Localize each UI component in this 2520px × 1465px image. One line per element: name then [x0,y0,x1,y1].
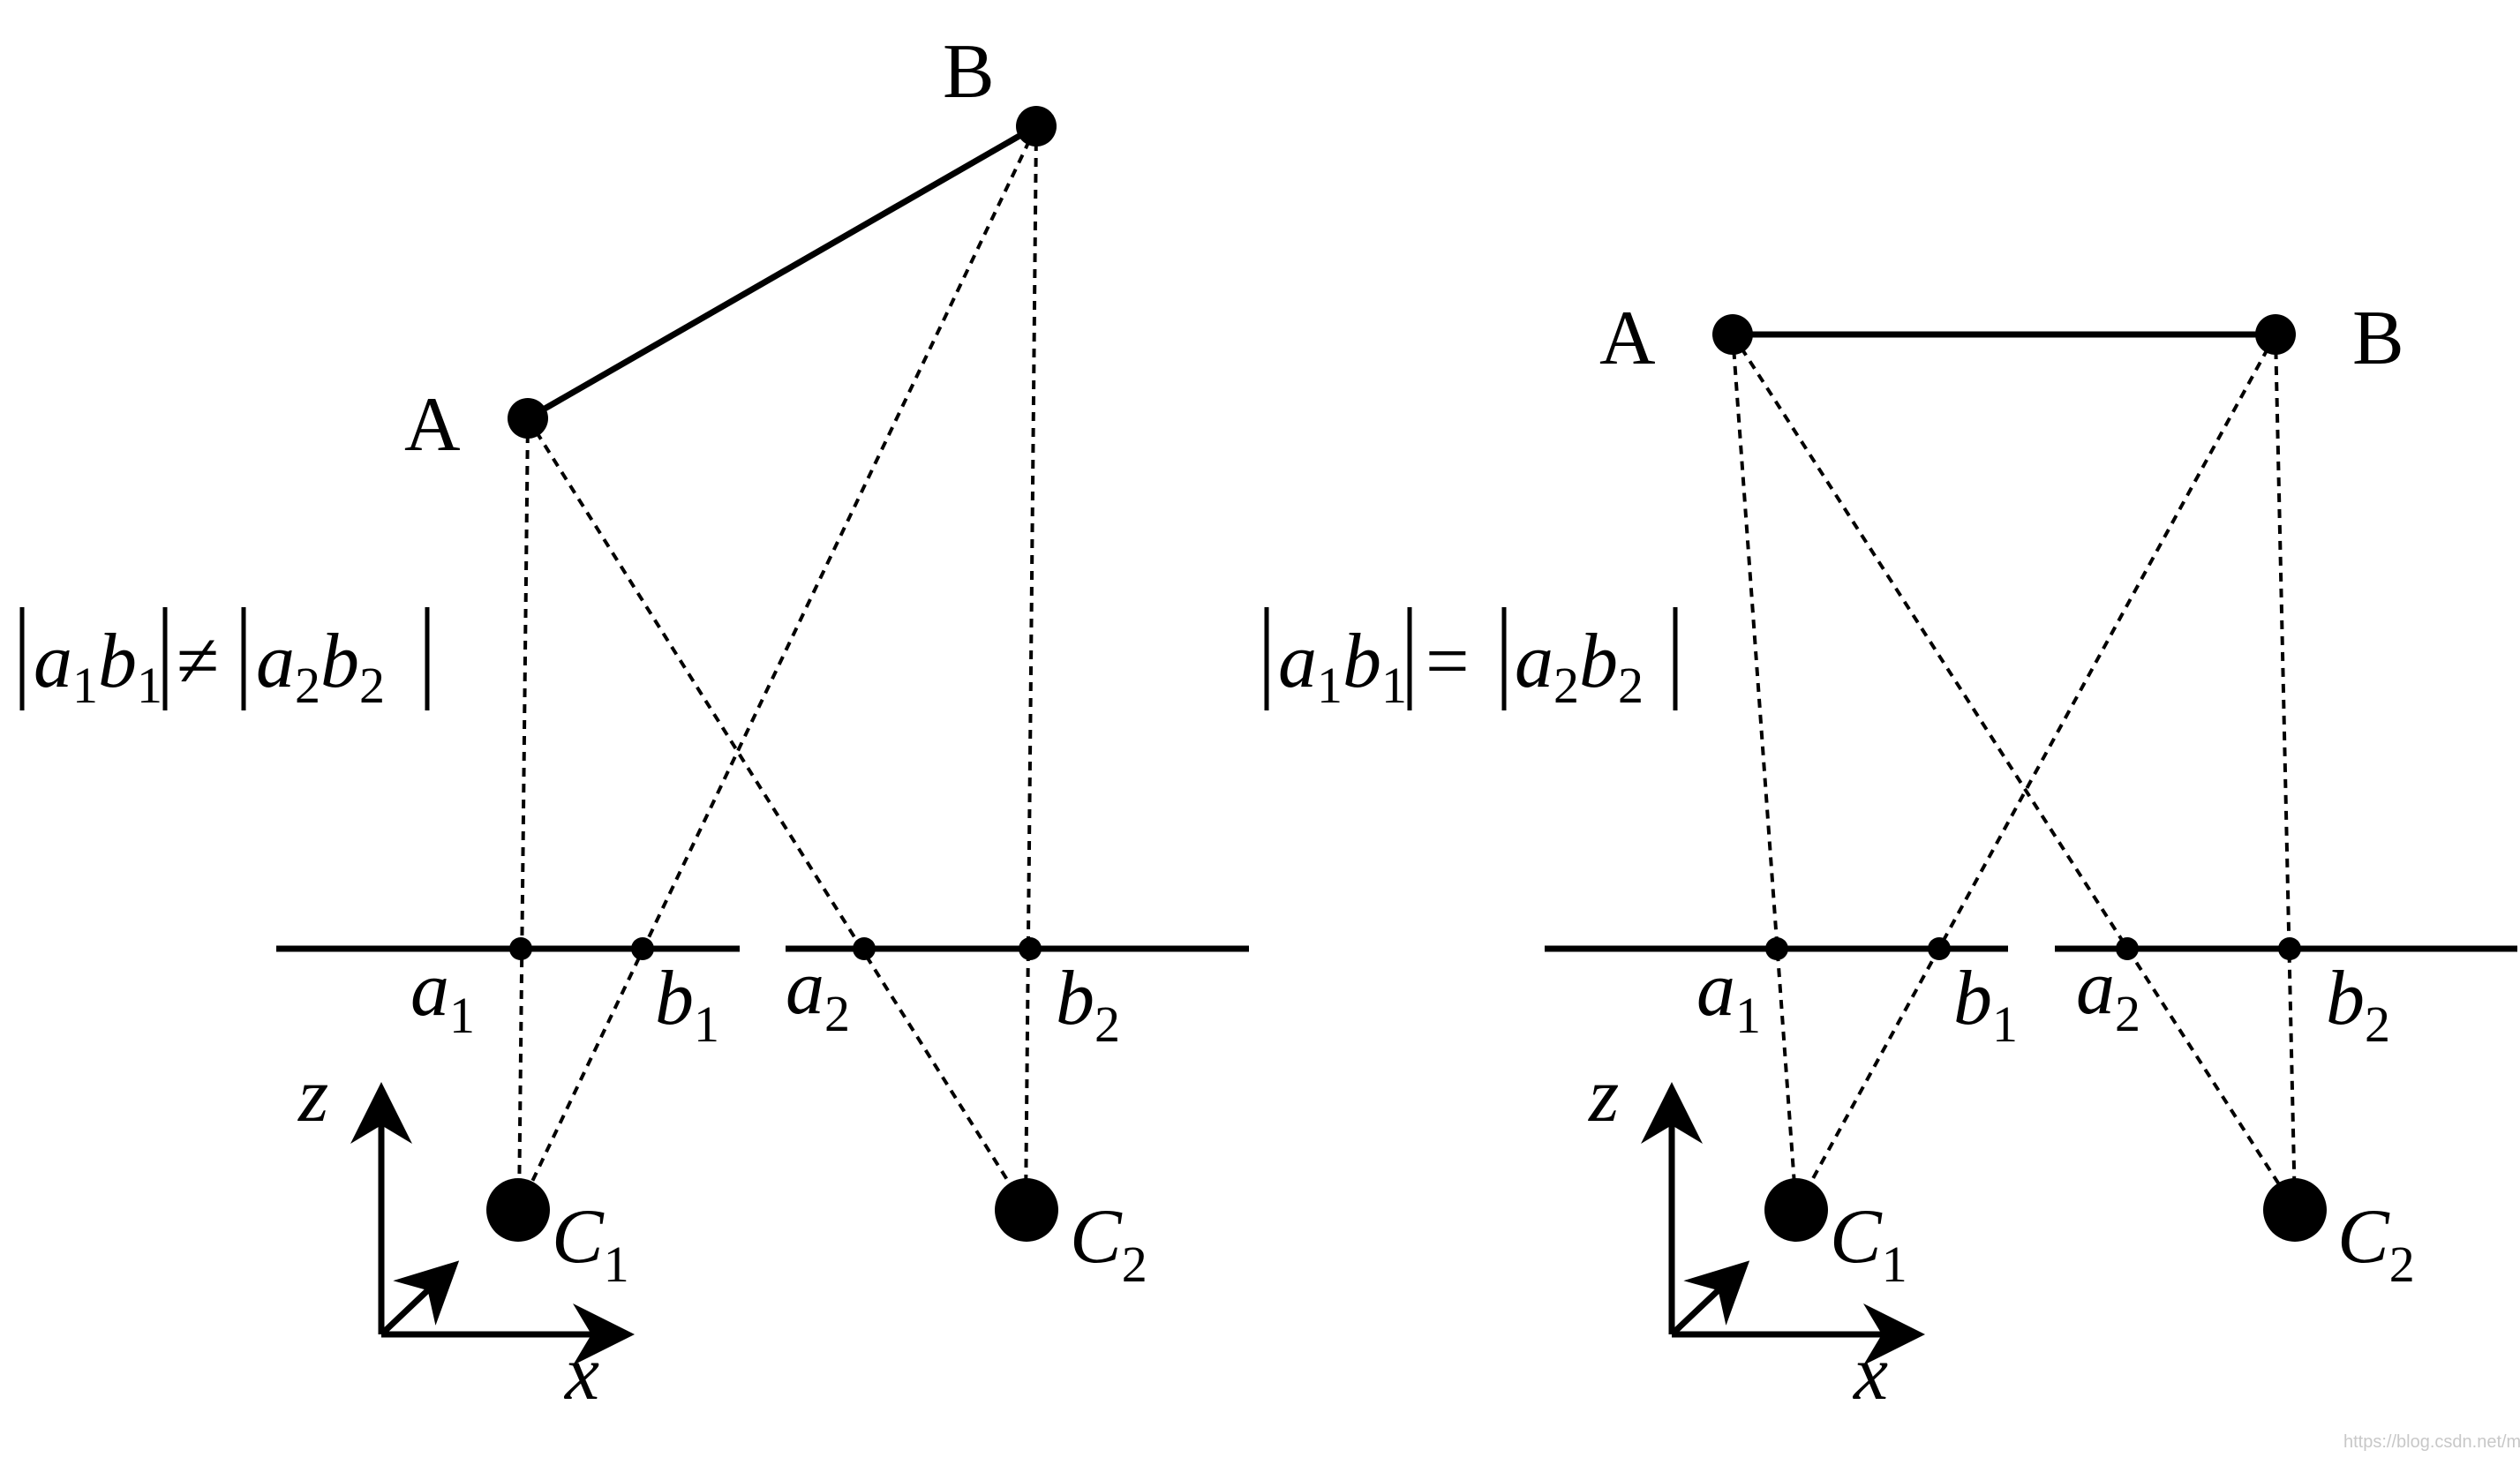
right-panel: A B a1 b1 a2 b2 C1 C2 z x a1b1 = a2b2 [1264,296,2517,1416]
left-panel: A B a1 b1 a2 b2 C1 C2 z x a1b1 ≠ a2b2 [19,29,1249,1416]
right-label-c1: C1 [1830,1194,1907,1293]
right-label-b2: b2 [2326,956,2390,1053]
left-label-a: A [404,382,461,468]
svg-text:a2b2: a2b2 [1515,619,1644,714]
right-label-b: B [2352,296,2404,381]
right-axis-z-label: z [1588,1053,1619,1138]
left-projection-rays [517,125,1038,1211]
left-camera-c1-dot [486,1178,550,1242]
left-formula-relation: ≠ [177,619,219,704]
right-ray-b-c2 [2274,334,2297,1210]
left-ray-a-c2 [526,417,1027,1211]
right-label-c2: C2 [2337,1194,2415,1293]
right-projection-rays [1731,333,2297,1211]
right-image-point-a1-dot [1765,937,1788,960]
left-point-b-dot [1016,106,1057,146]
left-label-b: B [943,29,995,115]
left-image-point-b1-dot [631,937,654,960]
right-axis-y [1669,1260,1750,1337]
left-image-point-a1-dot [509,937,532,960]
right-point-b-dot [2255,314,2296,355]
left-axis-z-label: z [297,1053,328,1138]
left-label-a2: a2 [786,945,850,1042]
left-axis-y [379,1260,460,1337]
right-label-b1: b1 [1953,956,2018,1053]
left-axis-x-label: x [563,1331,599,1416]
right-formula-relation: = [1425,619,1470,704]
right-label-a2: a2 [2076,945,2140,1042]
svg-text:a1b1: a1b1 [34,619,162,714]
right-label-a1: a1 [1696,947,1761,1044]
right-ray-b-c1 [1794,334,2277,1210]
right-formula: a1b1 = a2b2 [1264,607,1678,714]
right-ray-a-c2 [1731,333,2297,1211]
right-image-point-a2-dot [2116,937,2139,960]
left-ray-a-c1 [517,417,530,1210]
right-image-point-b1-dot [1928,937,1951,960]
left-label-b1: b1 [655,956,719,1053]
left-axes [350,1082,635,1365]
left-label-a1: a1 [410,947,475,1044]
left-image-point-a2-dot [853,937,876,960]
left-segment-ab [526,123,1038,422]
right-camera-c1-dot [1764,1178,1828,1242]
left-point-a-dot [508,398,548,439]
svg-text:a2b2: a2b2 [256,619,385,714]
right-axes [1641,1082,1925,1365]
right-axis-x-label: x [1852,1331,1888,1416]
right-point-a-dot [1712,314,1753,355]
left-camera-c2-dot [995,1178,1058,1242]
left-label-c2: C2 [1070,1194,1147,1293]
left-label-c1: C1 [552,1194,629,1293]
right-ray-a-c1 [1731,334,1798,1210]
left-label-b2: b2 [1056,956,1120,1053]
right-image-point-b2-dot [2278,937,2301,960]
svg-text:a1b1: a1b1 [1278,619,1407,714]
right-camera-c2-dot [2263,1178,2327,1242]
left-ray-b-c1 [517,125,1038,1210]
left-formula: a1b1 ≠ a2b2 [19,607,430,714]
watermark: https://blog.csdn.net/m_lyu [2343,1432,2520,1452]
right-label-a: A [1599,296,1656,381]
left-image-point-b2-dot [1019,937,1042,960]
left-ray-b-c2 [1024,125,1038,1210]
